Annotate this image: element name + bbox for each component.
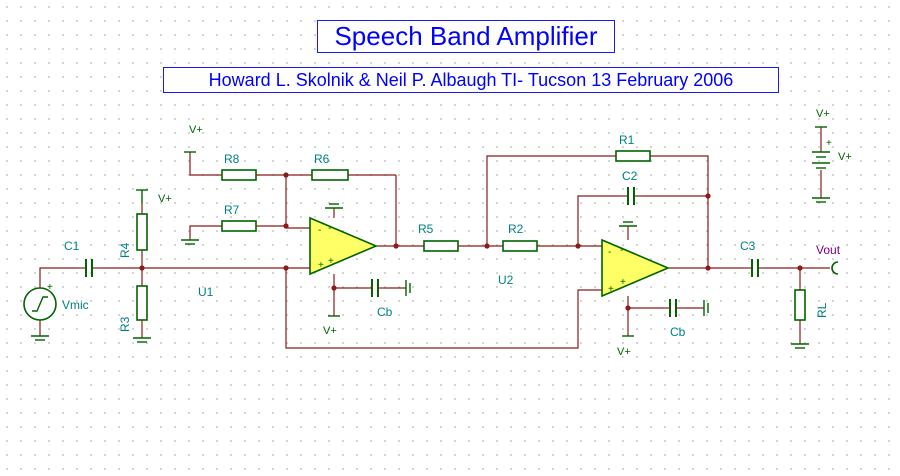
vout-label: Vout	[816, 243, 841, 257]
svg-text:+: +	[328, 256, 334, 267]
vplus-battery-label: V+	[816, 108, 830, 120]
vplus-u2-label: V+	[617, 346, 631, 358]
vmic-source: + Vmic	[23, 282, 89, 321]
resistor-r5: R5	[418, 222, 459, 252]
svg-text:-: -	[620, 245, 623, 256]
battery-label: V+	[838, 151, 852, 163]
capacitor-c3: C3	[740, 239, 766, 277]
resistor-r1: R1	[615, 133, 651, 162]
r6-label: R6	[314, 152, 330, 166]
battery-source: + V+	[812, 138, 852, 169]
supply-terminals: V+ V+ V+ V+ V+	[136, 108, 830, 358]
wires	[39, 127, 830, 349]
resistor-r6: R6	[311, 152, 349, 181]
capacitor-c2: C2	[620, 169, 642, 205]
resistor-r2: R2	[502, 222, 538, 252]
opamp-u1: - + - + U1	[198, 216, 379, 299]
r4-label: R4	[118, 242, 132, 258]
svg-text:+: +	[620, 277, 626, 288]
capacitor-cb-u1: Cb	[366, 279, 393, 319]
ground-symbols	[31, 197, 830, 349]
r8-label: R8	[224, 152, 240, 166]
schematic-subtitle: Howard L. Skolnik & Neil P. Albaugh TI- …	[163, 67, 779, 93]
c3-label: C3	[740, 239, 756, 253]
resistor-r7: R7	[221, 203, 257, 232]
svg-text:+: +	[826, 138, 832, 149]
u2-label: U2	[498, 273, 514, 287]
junction-nodes	[139, 172, 803, 311]
opamp-u2: - + - + U2	[498, 238, 671, 298]
resistor-r3: R3	[118, 285, 148, 332]
vplus-r4-label: V+	[158, 193, 172, 205]
cb-u1-label: Cb	[377, 305, 393, 319]
svg-text:+: +	[608, 284, 614, 295]
vplus-u1-label: V+	[323, 325, 337, 337]
svg-text:+: +	[318, 260, 324, 271]
svg-text:-: -	[328, 223, 331, 234]
resistor-r8: R8	[221, 152, 257, 181]
u1-label: U1	[198, 285, 214, 299]
svg-text:-: -	[318, 225, 321, 236]
rl-label: RL	[815, 302, 829, 318]
resistor-r4: R4	[118, 213, 148, 258]
vplus-r8-label: V+	[189, 124, 203, 136]
r7-label: R7	[224, 203, 240, 217]
resistor-rl: RL	[794, 289, 829, 321]
svg-text:-: -	[608, 247, 611, 258]
capacitor-cb-u2: Cb	[664, 299, 686, 339]
r5-label: R5	[418, 222, 434, 236]
r2-label: R2	[508, 222, 524, 236]
c1-label: C1	[64, 239, 80, 253]
vout-terminal: Vout	[816, 243, 841, 275]
c2-label: C2	[622, 169, 638, 183]
r1-label: R1	[619, 133, 635, 147]
svg-text:+: +	[47, 282, 53, 293]
schematic-title: Speech Band Amplifier	[317, 20, 615, 53]
cb-u2-label: Cb	[670, 325, 686, 339]
vmic-label: Vmic	[62, 298, 89, 312]
r3-label: R3	[118, 316, 132, 332]
capacitor-c1: C1	[64, 239, 100, 277]
